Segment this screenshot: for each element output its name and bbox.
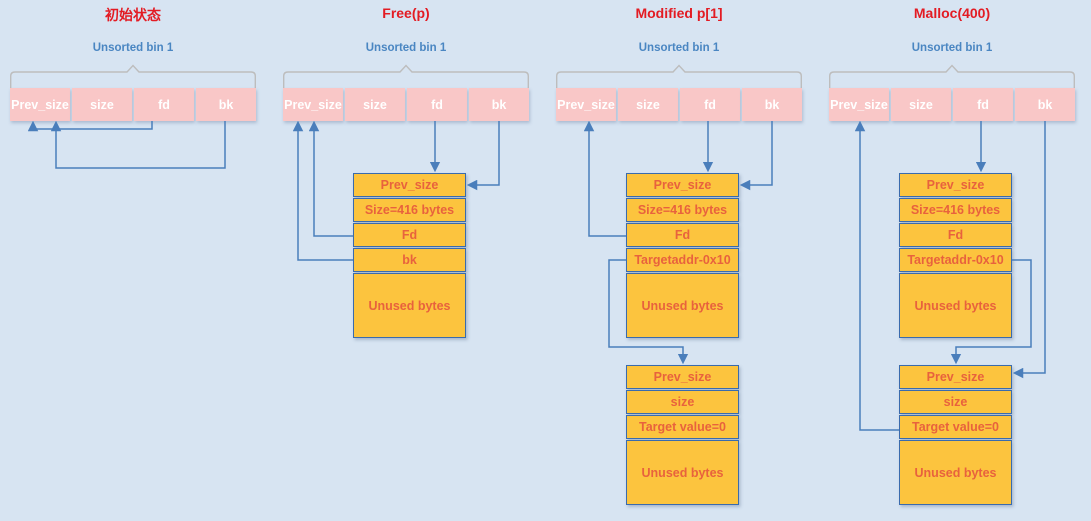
- brace-icon: [829, 64, 1075, 88]
- chunk-row-size: Size=416 bytes: [899, 198, 1012, 222]
- chunk-row-unused: Unused bytes: [353, 273, 466, 338]
- panel-title: 初始状态: [105, 7, 161, 23]
- chunk-row-target-value: Target value=0: [899, 415, 1012, 439]
- chunk-row-fd: Fd: [626, 223, 739, 247]
- chunk-row-size: size: [899, 390, 1012, 414]
- unsorted-bin-label: Unsorted bin 1: [638, 42, 720, 54]
- chunk-row-prev-size: Prev_size: [353, 173, 466, 197]
- chunk-row-targetaddr: Targetaddr-0x10: [626, 248, 739, 272]
- bin-cell-prev-size: Prev_size: [283, 88, 343, 121]
- unsorted-bin-row: Prev_size size fd bk: [556, 88, 802, 121]
- bin-cell-size: size: [618, 88, 678, 121]
- panel-modified-p1: Modified p[1] Unsorted bin 1 Prev_size s…: [546, 0, 819, 521]
- chunk-row-prev-size: Prev_size: [899, 173, 1012, 197]
- brace-icon: [10, 64, 256, 88]
- bin-cell-size: size: [891, 88, 951, 121]
- panel-malloc-400: Malloc(400) Unsorted bin 1 Prev_size siz…: [819, 0, 1091, 521]
- brace-icon: [556, 64, 802, 88]
- brace-icon: [283, 64, 529, 88]
- chunk-row-prev-size: Prev_size: [626, 173, 739, 197]
- bin-cell-bk: bk: [196, 88, 256, 121]
- bin-cell-prev-size: Prev_size: [556, 88, 616, 121]
- chunk-row-size: Size=416 bytes: [626, 198, 739, 222]
- panel-free-p: Free(p) Unsorted bin 1 Prev_size size fd…: [273, 0, 546, 521]
- unsorted-bin-row: Prev_size size fd bk: [283, 88, 529, 121]
- unsorted-bin-label: Unsorted bin 1: [365, 42, 447, 54]
- unsorted-bin-row: Prev_size size fd bk: [829, 88, 1075, 121]
- unsorted-bin-label: Unsorted bin 1: [92, 42, 174, 54]
- bin-cell-size: size: [72, 88, 132, 121]
- bin-cell-fd: fd: [134, 88, 194, 121]
- chunk-row-target-value: Target value=0: [626, 415, 739, 439]
- chunk-row-prev-size: Prev_size: [899, 365, 1012, 389]
- chunk-row-fd: Fd: [899, 223, 1012, 247]
- chunk-row-fd: Fd: [353, 223, 466, 247]
- chunk-row-unused: Unused bytes: [899, 440, 1012, 505]
- chunk-row-size: size: [626, 390, 739, 414]
- chunk-row-unused: Unused bytes: [626, 273, 739, 338]
- bin-cell-size: size: [345, 88, 405, 121]
- bin-cell-bk: bk: [742, 88, 802, 121]
- bin-cell-bk: bk: [469, 88, 529, 121]
- panel-title: Free(p): [382, 5, 430, 21]
- bin-cell-bk: bk: [1015, 88, 1075, 121]
- unsorted-bin-row: Prev_size size fd bk: [10, 88, 256, 121]
- panel-title: Modified p[1]: [635, 5, 723, 21]
- chunk-row-unused: Unused bytes: [626, 440, 739, 505]
- panel-initial-state: 初始状态 Unsorted bin 1 Prev_size size fd bk: [0, 0, 273, 521]
- bin-cell-fd: fd: [680, 88, 740, 121]
- bin-cell-prev-size: Prev_size: [829, 88, 889, 121]
- bin-cell-prev-size: Prev_size: [10, 88, 70, 121]
- chunk-row-bk: bk: [353, 248, 466, 272]
- bin-cell-fd: fd: [407, 88, 467, 121]
- chunk-row-size: Size=416 bytes: [353, 198, 466, 222]
- unsorted-bin-label: Unsorted bin 1: [911, 42, 993, 54]
- panel-title: Malloc(400): [913, 5, 991, 21]
- bin-cell-fd: fd: [953, 88, 1013, 121]
- chunk-row-targetaddr: Targetaddr-0x10: [899, 248, 1012, 272]
- chunk-row-prev-size: Prev_size: [626, 365, 739, 389]
- chunk-row-unused: Unused bytes: [899, 273, 1012, 338]
